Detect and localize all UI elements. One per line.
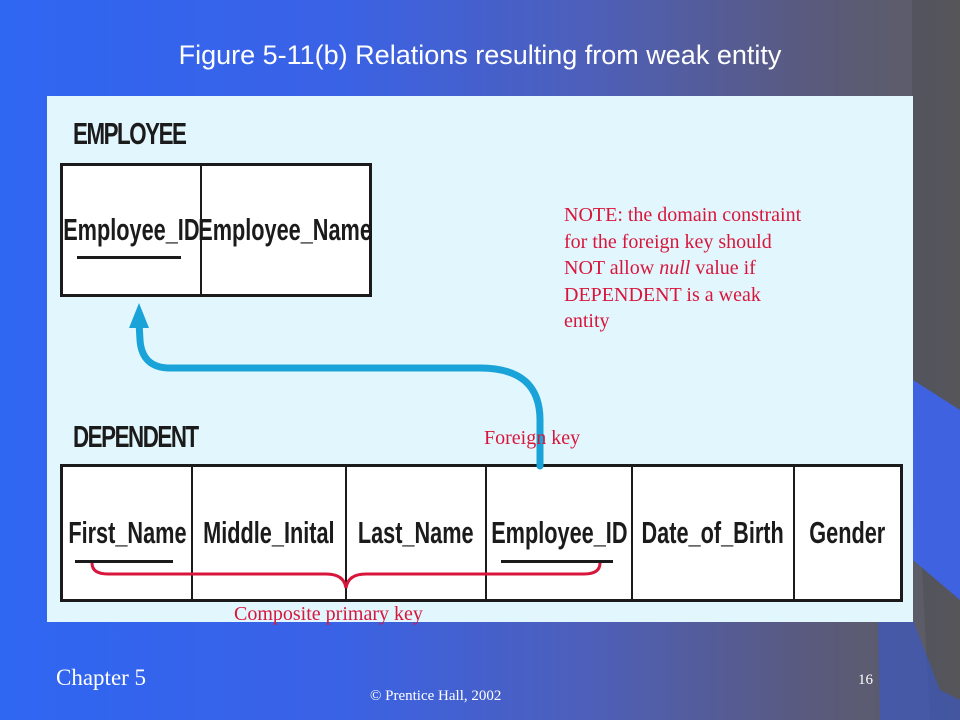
dependent-table-name: DEPENDENT (73, 419, 199, 454)
column-label: Employee_ID (63, 212, 200, 247)
composite-key-brace-icon (90, 562, 602, 589)
dependent-column-date-of-birth: Date_of_Birth (633, 467, 795, 599)
dependent-column-middle-inital: Middle_Inital (193, 467, 347, 599)
note-emphasis: null (659, 257, 691, 279)
employee-column-employee-name: Employee_Name (199, 166, 373, 294)
copyright-text: © Prentice Hall, 2002 (370, 688, 502, 704)
column-label: Employee_ID (490, 515, 628, 550)
dependent-table: First_Name Middle_Inital Last_Name Emplo… (60, 464, 903, 602)
column-label: Last_Name (358, 515, 474, 550)
foreign-key-arrow-icon (135, 318, 544, 470)
dependent-column-employee-id: Employee_ID (487, 467, 633, 599)
chapter-label: Chapter 5 (56, 665, 147, 690)
note-line: NOT allow (564, 257, 660, 279)
column-label: Gender (809, 515, 886, 550)
note-line: for the foreign key should (564, 230, 772, 253)
note-line: DEPENDENT is a weak (564, 283, 761, 306)
column-label: Employee_Name (198, 212, 373, 247)
arrow-head-icon (129, 303, 149, 328)
page-number: 16 (858, 672, 873, 688)
column-label: First_Name (67, 515, 187, 550)
employee-table-name: EMPLOYEE (73, 116, 187, 151)
employee-column-employee-id: Employee_ID (63, 166, 202, 294)
note-line: entity (564, 310, 610, 332)
primary-key-underline (501, 560, 613, 563)
note-text: NOTE: the domain constraint for the fore… (564, 202, 864, 335)
note-line: value if (690, 257, 756, 279)
dependent-column-gender: Gender (795, 467, 900, 599)
employee-table: Employee_ID Employee_Name (60, 163, 372, 297)
primary-key-underline (77, 256, 181, 259)
composite-key-label: Composite primary key (234, 603, 423, 625)
dependent-column-last-name: Last_Name (347, 467, 487, 599)
slide-title: Figure 5-11(b) Relations resulting from … (178, 40, 782, 70)
column-label: Middle_Inital (203, 515, 335, 550)
dependent-column-first-name: First_Name (63, 467, 193, 599)
column-label: Date_of_Birth (641, 515, 785, 550)
primary-key-underline (75, 560, 173, 563)
note-line: NOTE: the domain constraint (564, 204, 802, 226)
foreign-key-label: Foreign key (484, 427, 581, 449)
